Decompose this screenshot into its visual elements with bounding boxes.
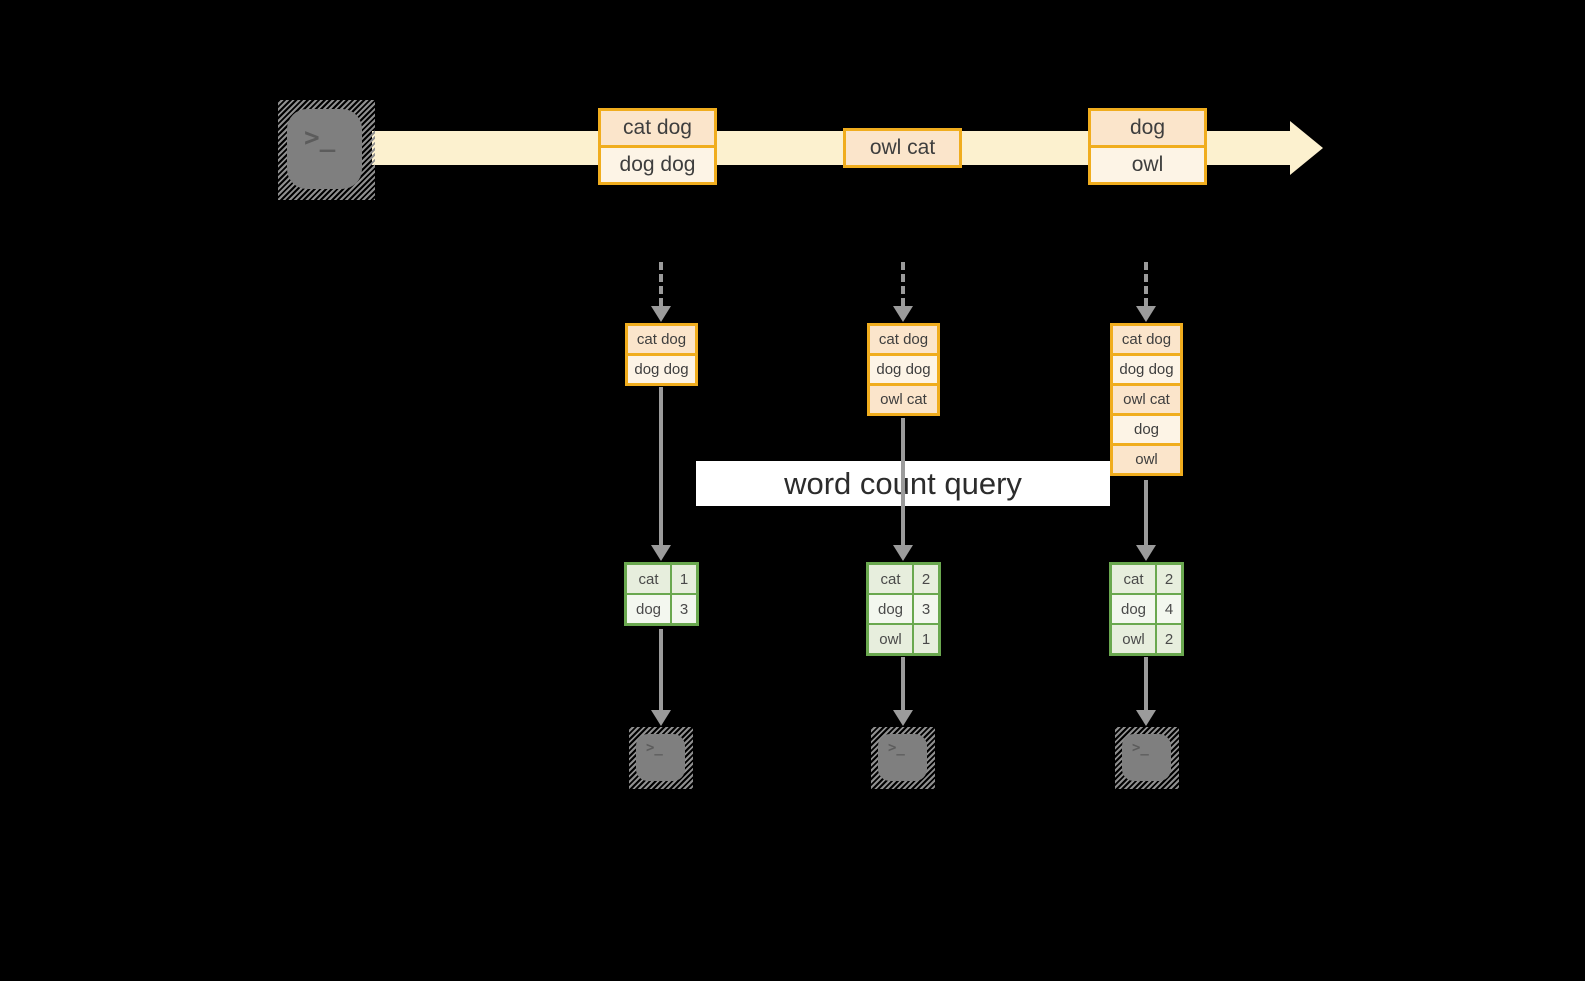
word-cell: cat <box>1112 565 1155 593</box>
word-cell: dog <box>627 595 670 623</box>
stream-event: owl <box>1113 446 1180 473</box>
arrow-down-icon <box>1136 657 1156 726</box>
terminal-screen: >_ <box>287 109 362 189</box>
accumulated-input-3: cat dog dog dog owl cat dog owl <box>1110 323 1183 476</box>
stream-event: cat dog <box>1113 326 1180 353</box>
stream-event: owl cat <box>1113 386 1180 413</box>
word-cell: owl <box>1112 625 1155 653</box>
terminal-icon: >_ <box>629 727 693 789</box>
word-cell: cat <box>627 565 670 593</box>
count-cell: 2 <box>914 565 938 593</box>
count-cell: 2 <box>1157 565 1181 593</box>
stream-event: dog dog <box>870 356 937 383</box>
prompt-glyph: >_ <box>646 740 663 756</box>
word-cell: owl <box>869 625 912 653</box>
stream-event: dog <box>1091 111 1204 145</box>
word-count-table-3: cat 2 dog 4 owl 2 <box>1109 562 1184 656</box>
count-cell: 2 <box>1157 625 1181 653</box>
stream-event: owl <box>1091 148 1204 182</box>
prompt-glyph: >_ <box>304 123 336 153</box>
stream-batch-3: dog owl <box>1088 108 1207 185</box>
count-cell: 1 <box>672 565 696 593</box>
stream-event: cat dog <box>601 111 714 145</box>
stream-arrow-head <box>1290 121 1323 175</box>
stream-event: cat dog <box>628 326 695 353</box>
dashed-arrow-icon <box>893 262 913 322</box>
count-cell: 3 <box>914 595 938 623</box>
prompt-glyph: >_ <box>1132 740 1149 756</box>
arrow-down-icon <box>893 657 913 726</box>
count-cell: 4 <box>1157 595 1181 623</box>
count-cell: 1 <box>914 625 938 653</box>
word-cell: dog <box>1112 595 1155 623</box>
count-cell: 3 <box>672 595 696 623</box>
stream-batch-2: owl cat <box>843 128 962 168</box>
arrow-down-icon <box>651 629 671 726</box>
terminal-icon: >_ <box>1115 727 1179 789</box>
arrow-down-icon <box>1136 480 1156 561</box>
stream-event: owl cat <box>846 131 959 165</box>
arrow-down-icon <box>893 418 913 561</box>
stream-event: dog dog <box>1113 356 1180 383</box>
terminal-screen: >_ <box>878 734 927 781</box>
terminal-screen: >_ <box>1122 734 1171 781</box>
stream-event: dog dog <box>601 148 714 182</box>
arrow-down-icon <box>651 387 671 561</box>
terminal-icon: >_ <box>871 727 935 789</box>
terminal-icon: >_ <box>278 100 375 200</box>
dashed-arrow-icon <box>1136 262 1156 322</box>
word-cell: cat <box>869 565 912 593</box>
terminal-screen: >_ <box>636 734 685 781</box>
stream-event: dog <box>1113 416 1180 443</box>
stream-batch-1: cat dog dog dog <box>598 108 717 185</box>
stream-event: dog dog <box>628 356 695 383</box>
dashed-arrow-icon <box>651 262 671 322</box>
word-cell: dog <box>869 595 912 623</box>
word-count-table-2: cat 2 dog 3 owl 1 <box>866 562 941 656</box>
prompt-glyph: >_ <box>888 740 905 756</box>
accumulated-input-1: cat dog dog dog <box>625 323 698 386</box>
word-count-table-1: cat 1 dog 3 <box>624 562 699 626</box>
accumulated-input-2: cat dog dog dog owl cat <box>867 323 940 416</box>
stream-event: owl cat <box>870 386 937 413</box>
stream-event: cat dog <box>870 326 937 353</box>
